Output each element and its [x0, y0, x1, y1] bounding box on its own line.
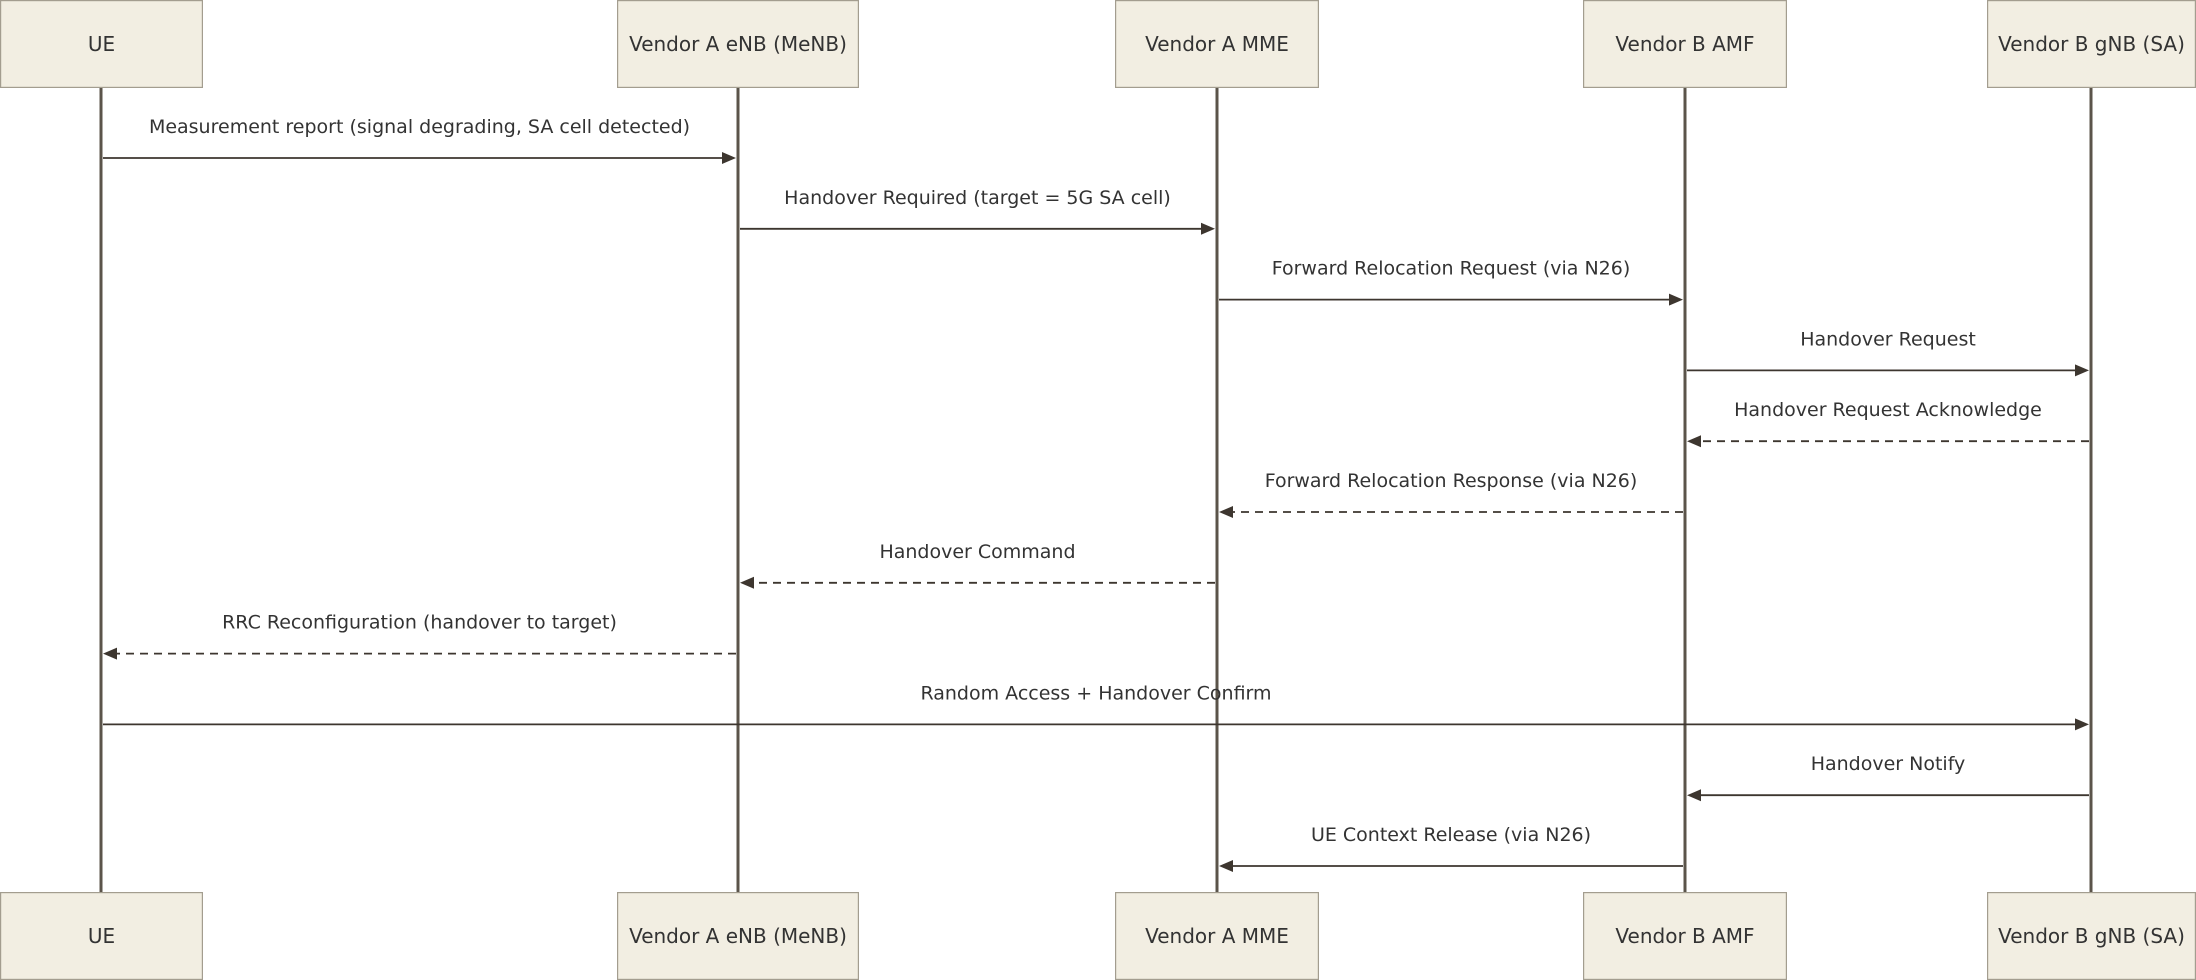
message-label: Handover Command: [879, 541, 1075, 563]
actor-label: UE: [88, 32, 115, 56]
message-4: Handover Request: [1687, 328, 2089, 377]
actor-bottom-enb: Vendor A eNB (MeNB): [616, 891, 859, 980]
message-11: UE Context Release (via N26): [1219, 824, 1683, 872]
actor-top-amf: Vendor B AMF: [1582, 0, 1787, 89]
message-label: Forward Relocation Request (via N26): [1272, 258, 1631, 280]
actor-bottom-ue: UE: [0, 891, 204, 980]
actor-box: [0, 0, 204, 89]
actor-bottom-mme: Vendor A MME: [1114, 891, 1319, 980]
message-arrowhead: [2075, 364, 2089, 377]
message-5: Handover Request Acknowledge: [1687, 399, 2089, 448]
message-label: RRC Reconfiguration (handover to target): [222, 612, 617, 634]
message-7: Handover Command: [740, 541, 1215, 589]
actor-label: Vendor A MME: [1145, 32, 1289, 56]
actor-bottom-amf: Vendor B AMF: [1582, 891, 1787, 980]
actor-box: [1114, 0, 1319, 89]
message-1: Measurement report (signal degrading, SA…: [103, 116, 736, 164]
actor-label: Vendor A MME: [1145, 924, 1289, 948]
message-label: Handover Notify: [1811, 753, 1966, 775]
lifelines: [99, 88, 2093, 892]
actor-top-mme: Vendor A MME: [1114, 0, 1319, 89]
actor-label: UE: [88, 924, 115, 948]
actor-label: Vendor B AMF: [1615, 924, 1754, 948]
message-9: Random Access + Handover Confirm: [103, 682, 2089, 731]
actor-box: [1582, 891, 1787, 980]
message-label: Handover Request: [1800, 328, 1976, 350]
message-8: RRC Reconfiguration (handover to target): [103, 612, 736, 660]
message-10: Handover Notify: [1687, 753, 2089, 802]
message-arrowhead: [103, 647, 117, 660]
messages: Measurement report (signal degrading, SA…: [103, 116, 2089, 872]
message-arrowhead: [740, 576, 754, 589]
actor-label: Vendor B gNB (SA): [1998, 32, 2185, 56]
actor-top-enb: Vendor A eNB (MeNB): [616, 0, 859, 89]
actor-box: [616, 0, 859, 89]
message-label: Handover Request Acknowledge: [1734, 399, 2042, 421]
message-2: Handover Required (target = 5G SA cell): [740, 187, 1215, 235]
actor-box: [1986, 891, 2196, 980]
message-arrowhead: [2075, 718, 2089, 731]
actor-box: [0, 891, 204, 980]
actor-label: Vendor A eNB (MeNB): [629, 924, 847, 948]
message-arrowhead: [1687, 435, 1701, 448]
message-arrowhead: [1201, 222, 1215, 235]
message-arrowhead: [1687, 789, 1701, 802]
message-label: Random Access + Handover Confirm: [920, 682, 1271, 704]
actor-box: [1114, 891, 1319, 980]
actor-top-ue: UE: [0, 0, 204, 89]
message-arrowhead: [1219, 506, 1233, 518]
actor-box: [1986, 0, 2196, 89]
actor-label: Vendor B gNB (SA): [1998, 924, 2185, 948]
message-3: Forward Relocation Request (via N26): [1219, 258, 1683, 306]
actor-label: Vendor B AMF: [1615, 32, 1754, 56]
actor-label: Vendor A eNB (MeNB): [629, 32, 847, 56]
message-label: Measurement report (signal degrading, SA…: [149, 116, 690, 138]
actor-box: [1582, 0, 1787, 89]
message-label: Forward Relocation Response (via N26): [1265, 470, 1638, 492]
message-arrowhead: [1219, 860, 1233, 872]
message-6: Forward Relocation Response (via N26): [1219, 470, 1683, 518]
message-label: UE Context Release (via N26): [1311, 824, 1591, 846]
message-arrowhead: [1669, 293, 1683, 306]
actor-box: [616, 891, 859, 980]
actor-top-gnb: Vendor B gNB (SA): [1986, 0, 2196, 89]
message-arrowhead: [722, 152, 736, 164]
actor-bottom-gnb: Vendor B gNB (SA): [1986, 891, 2196, 980]
message-label: Handover Required (target = 5G SA cell): [784, 187, 1171, 209]
